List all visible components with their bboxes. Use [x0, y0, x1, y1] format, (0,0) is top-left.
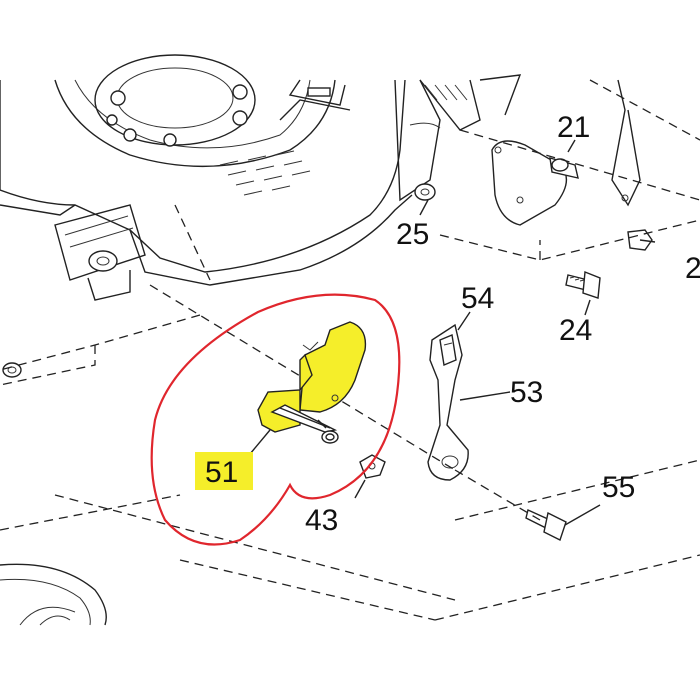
- plate-21: [491, 140, 579, 226]
- nut-left: [2, 362, 22, 378]
- assembly-lines: [0, 79, 700, 621]
- callout-24: 24: [559, 314, 592, 347]
- bolt-right: [627, 229, 656, 251]
- callout-43: 43: [305, 504, 338, 537]
- callout-21: 21: [557, 111, 590, 144]
- callout-54: 54: [461, 282, 494, 315]
- clip-43: [359, 454, 386, 479]
- bolt-55: [525, 509, 567, 541]
- bolt-24: [565, 271, 601, 299]
- callout-51-highlight: [195, 452, 253, 490]
- washer-25: [414, 183, 436, 201]
- part-51-highlighted[interactable]: [257, 321, 367, 444]
- rear-wheel: [0, 563, 107, 626]
- callout-53: 53: [510, 376, 543, 409]
- part-51-cam-plate: [299, 321, 367, 413]
- clip-54: [439, 334, 457, 366]
- callout-2x: 2: [685, 252, 700, 285]
- callout-25: 25: [396, 218, 429, 251]
- mower-deck: [0, 54, 522, 301]
- height-rod: [611, 79, 641, 207]
- callout-55: 55: [602, 471, 635, 504]
- callout-51: 51: [205, 456, 238, 489]
- highlight-circle: [150, 293, 401, 546]
- lever-53: [427, 323, 469, 481]
